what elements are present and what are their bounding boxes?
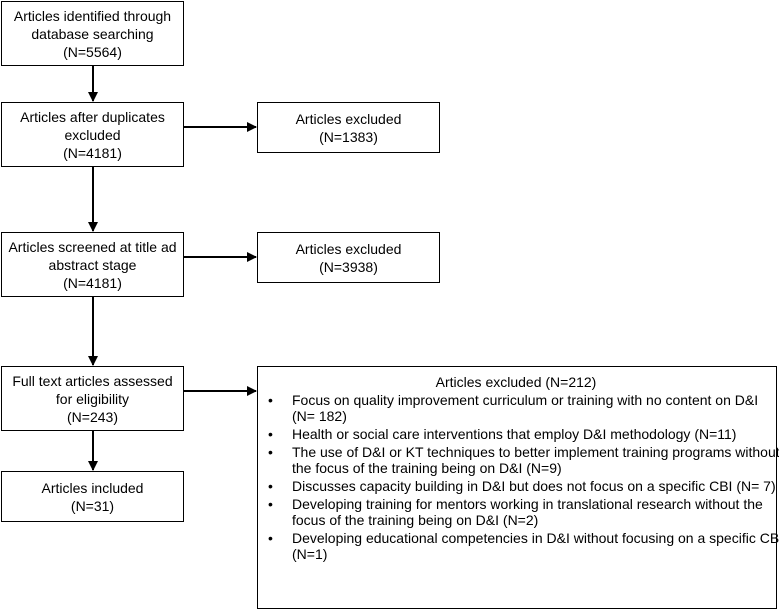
excluded-full-text-title: Articles excluded (N=212)	[435, 374, 597, 390]
after-duplicates-line-1: Articles after duplicates	[20, 108, 165, 125]
excluded-duplicates-count: (N=1383)	[319, 128, 378, 145]
exclusion-reason-text: Developing educational competencies in D…	[292, 530, 779, 546]
bullet-icon: •	[268, 392, 273, 408]
identified-line-1: Articles identified through	[13, 7, 172, 24]
exclusion-reason: • Focus on quality improvement curriculu…	[264, 392, 768, 424]
excluded-screening-title: Articles excluded	[295, 240, 402, 257]
exclusion-reason-text: the focus of the training being on D&I (…	[292, 460, 562, 476]
included-line-1: Articles included	[41, 479, 144, 496]
screened-line-2: abstract stage	[48, 256, 137, 273]
identified-count: (N=5564)	[63, 43, 122, 60]
full-text-count: (N=243)	[67, 408, 118, 425]
excluded-duplicates-title: Articles excluded	[295, 110, 402, 127]
after-duplicates-line-2: excluded	[64, 126, 121, 143]
exclusion-reason: • Health or social care interventions th…	[264, 426, 768, 442]
identified-line-2: database searching	[31, 25, 154, 42]
bullet-icon: •	[268, 530, 273, 546]
exclusion-reason-text: focus of the training being on D&I (N=2)	[292, 512, 539, 528]
bullet-icon: •	[268, 444, 273, 460]
exclusion-reason: • Developing training for mentors workin…	[264, 496, 768, 528]
exclusion-reason-text: The use of D&I or KT techniques to bette…	[292, 444, 779, 460]
exclusion-reason-text: Developing training for mentors working …	[292, 496, 763, 512]
excluded-screening-box: Articles excluded (N=3938)	[257, 232, 440, 283]
exclusion-reason-text: (N= 182)	[292, 408, 347, 424]
full-text-line-1: Full text articles assessed	[12, 372, 173, 389]
exclusion-reason: • Discusses capacity building in D&I but…	[264, 478, 776, 494]
bullet-icon: •	[268, 478, 273, 494]
after-duplicates-count: (N=4181)	[63, 144, 122, 161]
excluded-full-text-box: Articles excluded (N=212) • Focus on qua…	[257, 366, 779, 609]
identified-box: Articles identified through database sea…	[1, 1, 184, 66]
bullet-icon: •	[268, 496, 273, 512]
exclusion-reasons-list: • Focus on quality improvement curriculu…	[264, 392, 779, 564]
excluded-duplicates-box: Articles excluded (N=1383)	[257, 102, 440, 153]
full-text-box: Full text articles assessed for eligibil…	[1, 366, 184, 431]
after-duplicates-box: Articles after duplicates excluded (N=41…	[1, 102, 184, 167]
exclusion-reason: • Developing educational competencies in…	[264, 530, 779, 562]
included-count: (N=31)	[70, 497, 115, 514]
exclusion-reason: • The use of D&I or KT techniques to bet…	[264, 444, 779, 476]
bullet-icon: •	[268, 426, 273, 442]
exclusion-reason-text: (N=1)	[292, 546, 328, 562]
screened-box: Articles screened at title ad abstract s…	[1, 232, 184, 297]
screened-line-1: Articles screened at title ad	[8, 238, 177, 255]
exclusion-reason-text: Discusses capacity building in D&I but d…	[292, 478, 776, 494]
full-text-line-2: for eligibility	[55, 390, 130, 407]
excluded-screening-count: (N=3938)	[319, 258, 378, 275]
screened-count: (N=4181)	[63, 274, 122, 291]
exclusion-reason-text: Focus on quality improvement curriculum …	[292, 392, 759, 408]
exclusion-reason-text: Health or social care interventions that…	[292, 426, 737, 442]
included-box: Articles included (N=31)	[1, 471, 184, 522]
